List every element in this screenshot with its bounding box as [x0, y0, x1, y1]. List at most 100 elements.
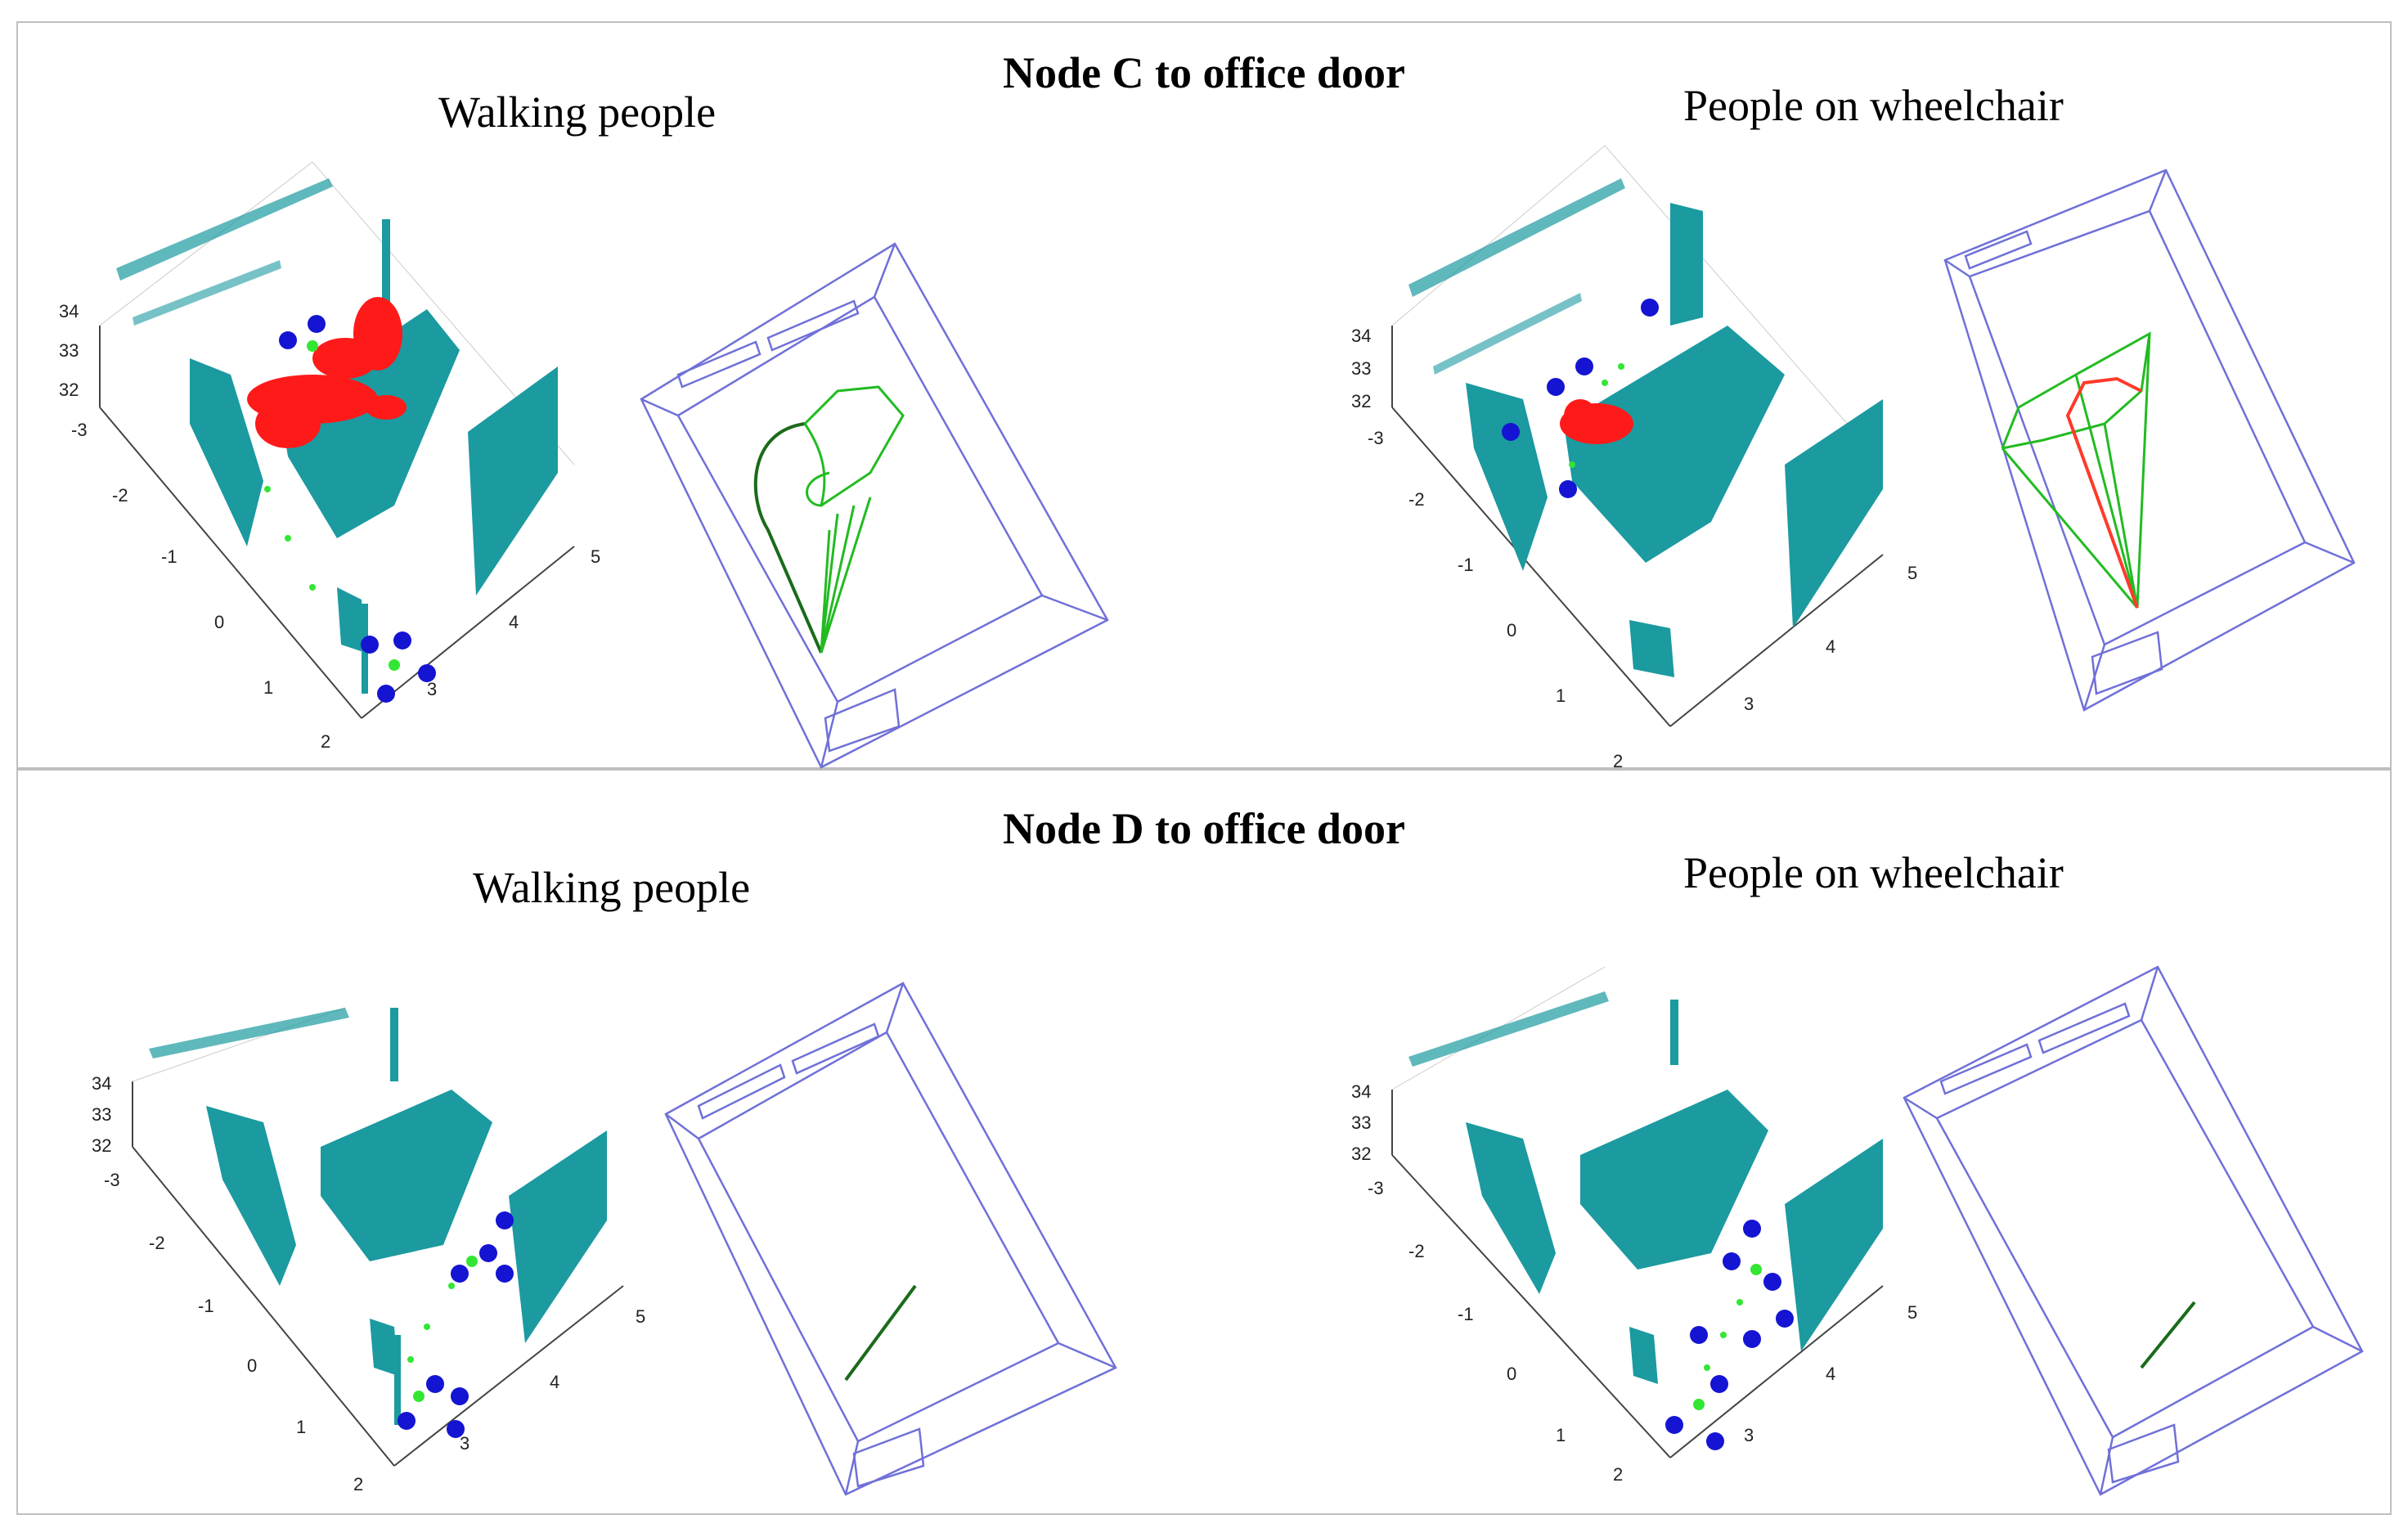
svg-text:4: 4 [509, 612, 519, 632]
svg-text:1: 1 [1556, 685, 1566, 706]
obstacle-cluster [247, 297, 407, 448]
svg-text:4: 4 [550, 1372, 559, 1392]
plot-axes [1391, 145, 1884, 727]
svg-text:4: 4 [1826, 1364, 1835, 1384]
y-tick-labels: 3 4 5 [460, 1306, 645, 1454]
panel-title: Node C to office door [1003, 48, 1405, 97]
svg-text:-3: -3 [104, 1170, 120, 1190]
svg-text:5: 5 [636, 1306, 645, 1327]
svg-text:33: 33 [1351, 1112, 1371, 1133]
svg-text:3: 3 [1744, 1425, 1754, 1445]
wheelchair-label: People on wheelchair [1683, 81, 2064, 130]
svg-text:32: 32 [92, 1135, 111, 1156]
x-tick-labels: -3 -2 -1 0 1 2 [1368, 1178, 1623, 1485]
svg-text:0: 0 [1507, 620, 1516, 640]
svg-text:33: 33 [59, 340, 79, 361]
svg-text:4: 4 [1826, 636, 1835, 657]
path-points [1569, 363, 1624, 468]
point-cloud [1408, 178, 1883, 677]
route-lines [2001, 331, 2151, 609]
x-tick-labels: -3 -2 -1 0 1 2 [1368, 428, 1623, 771]
svg-text:-1: -1 [198, 1296, 214, 1316]
point-cloud-plot-walking: 34 33 32 -3 -2 -1 0 1 2 3 4 5 [92, 1007, 645, 1494]
y-tick-labels: 3 4 5 [1744, 1302, 1917, 1445]
svg-text:34: 34 [1351, 326, 1371, 346]
route-lines [844, 1284, 917, 1382]
route-map-walking [640, 242, 1109, 769]
svg-text:2: 2 [321, 731, 330, 752]
obstacle-cluster [1560, 399, 1633, 444]
svg-text:33: 33 [92, 1104, 111, 1125]
nodes [279, 315, 436, 703]
svg-text:-2: -2 [112, 485, 128, 506]
svg-text:1: 1 [1556, 1425, 1566, 1445]
svg-text:32: 32 [59, 380, 79, 400]
svg-text:2: 2 [353, 1474, 363, 1494]
svg-text:-1: -1 [1458, 555, 1474, 575]
svg-text:2: 2 [1613, 751, 1623, 771]
point-cloud-plot-wheelchair: 34 33 32 -3 -2 -1 0 1 2 3 4 5 [1351, 145, 1917, 771]
svg-text:-3: -3 [71, 420, 88, 440]
svg-text:-1: -1 [161, 546, 177, 567]
route-lines [2140, 1301, 2196, 1369]
svg-text:-1: -1 [1458, 1304, 1474, 1324]
z-tick-labels: 34 33 32 [92, 1073, 111, 1156]
svg-text:32: 32 [1351, 1144, 1371, 1164]
panel-node-d: Node D to office door Walking people Peo… [16, 769, 2392, 1515]
svg-text:-2: -2 [1408, 489, 1425, 510]
path-points [1693, 1264, 1762, 1410]
svg-text:34: 34 [1351, 1081, 1371, 1102]
x-tick-labels: -3 -2 -1 0 1 2 [71, 420, 330, 752]
nodes [398, 1211, 514, 1438]
y-tick-labels: 3 4 5 [427, 546, 600, 699]
svg-text:-3: -3 [1368, 428, 1384, 448]
panel-node-c: Node C to office door Walking people Peo… [16, 21, 2392, 771]
z-tick-labels: 34 33 32 [1351, 326, 1371, 411]
point-cloud-plot-wheelchair: 34 33 32 -3 -2 -1 0 1 2 3 4 5 [1351, 966, 1917, 1485]
route-map-wheelchair [1943, 169, 2356, 712]
svg-text:2: 2 [1613, 1464, 1623, 1485]
svg-text:3: 3 [427, 679, 437, 699]
path-points [264, 340, 400, 671]
point-cloud [116, 178, 558, 694]
route-map-walking [664, 982, 1117, 1496]
room-frame [1903, 965, 2364, 1496]
nodes [1665, 1220, 1794, 1450]
svg-text:3: 3 [460, 1433, 469, 1454]
route-lines [753, 385, 905, 654]
nodes [1502, 299, 1659, 498]
svg-text:1: 1 [263, 677, 273, 698]
svg-text:32: 32 [1351, 391, 1371, 411]
z-tick-labels: 34 33 32 [1351, 1081, 1371, 1164]
svg-text:0: 0 [247, 1355, 257, 1376]
walking-people-label: Walking people [438, 88, 717, 137]
svg-text:0: 0 [1507, 1364, 1516, 1384]
room-frame [664, 982, 1117, 1496]
point-cloud [1408, 991, 1883, 1384]
z-tick-labels: 34 33 32 [59, 301, 79, 400]
svg-text:34: 34 [92, 1073, 111, 1094]
svg-text:5: 5 [1907, 563, 1917, 583]
svg-text:-3: -3 [1368, 1178, 1384, 1198]
panel-title: Node D to office door [1003, 804, 1405, 853]
plot-axes [132, 1007, 624, 1467]
room-frame [640, 242, 1109, 769]
svg-text:-2: -2 [149, 1233, 165, 1253]
walking-people-label: Walking people [473, 863, 751, 912]
svg-text:1: 1 [296, 1417, 306, 1437]
x-tick-labels: -3 -2 -1 0 1 2 [104, 1170, 363, 1494]
path-points [407, 1256, 478, 1402]
svg-text:34: 34 [59, 301, 79, 321]
route-map-wheelchair [1903, 965, 2364, 1496]
svg-text:5: 5 [591, 546, 600, 567]
svg-text:5: 5 [1907, 1302, 1917, 1323]
y-tick-labels: 3 4 5 [1744, 563, 1917, 714]
point-cloud [149, 1008, 607, 1425]
point-cloud-plot-walking: 34 33 32 -3 -2 -1 0 1 2 3 4 5 [59, 161, 600, 752]
room-frame [1943, 169, 2356, 712]
svg-text:3: 3 [1744, 694, 1754, 714]
svg-text:33: 33 [1351, 358, 1371, 379]
wheelchair-label: People on wheelchair [1683, 848, 2064, 897]
svg-text:0: 0 [214, 612, 224, 632]
svg-text:-2: -2 [1408, 1241, 1425, 1261]
